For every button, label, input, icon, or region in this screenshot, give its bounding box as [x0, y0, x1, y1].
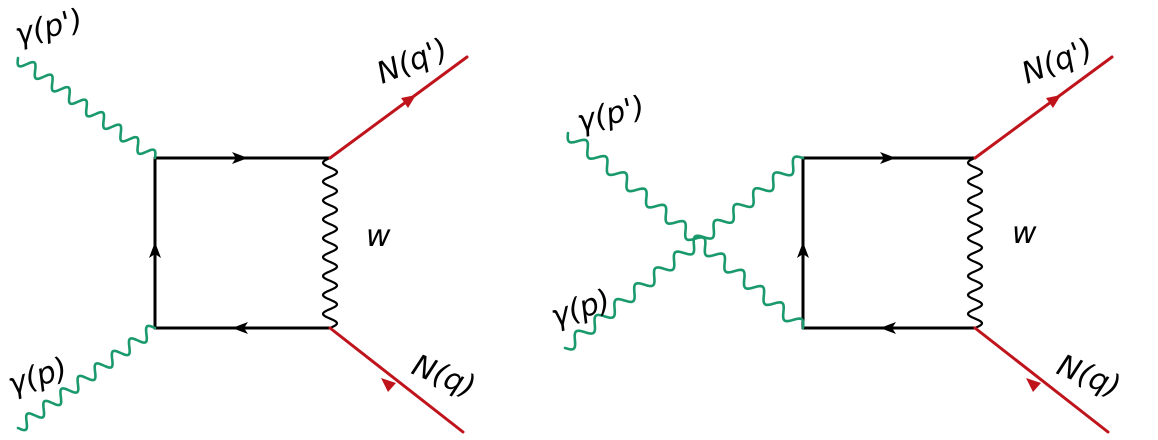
nucleon-line-outgoing — [328, 55, 469, 160]
fermion-arrow-top — [232, 152, 248, 164]
nucleon-line-incoming — [328, 326, 465, 434]
label-nucleon-out: N(q') — [372, 32, 453, 92]
label-exchange: w — [1012, 216, 1037, 251]
fermion-arrow-left — [797, 242, 809, 258]
photon-line-incoming — [16, 324, 157, 432]
fermion-arrow-bottom — [232, 322, 248, 334]
nucleon-arrow-incoming — [381, 378, 396, 392]
photon-line-incoming — [563, 155, 805, 351]
fermion-arrow-top — [880, 152, 896, 164]
label-nucleon-out: N(q') — [1017, 32, 1098, 92]
label-photon-in: γ(p) — [547, 283, 615, 335]
box-diagram-direct: γ(p') γ(p) N(q') N(q) w — [4, 2, 480, 434]
fermion-arrow-left — [149, 242, 161, 258]
exchange-boson-line — [321, 156, 339, 330]
exchange-boson-line — [966, 156, 984, 330]
label-exchange: w — [366, 219, 391, 254]
fermion-arrow-bottom — [880, 322, 896, 334]
photon-line-outgoing — [566, 131, 805, 330]
label-photon-out: γ(p') — [11, 2, 86, 53]
photon-line-outgoing — [16, 56, 157, 160]
nucleon-arrow-outgoing — [401, 95, 416, 108]
nucleon-line-outgoing — [973, 55, 1114, 160]
nucleon-arrow-incoming — [1026, 378, 1041, 392]
label-photon-out: γ(p') — [573, 89, 648, 140]
nucleon-arrow-outgoing — [1046, 95, 1061, 108]
box-diagram-crossed: γ(p') γ(p) N(q') N(q) w — [547, 32, 1125, 434]
nucleon-line-incoming — [973, 326, 1110, 434]
